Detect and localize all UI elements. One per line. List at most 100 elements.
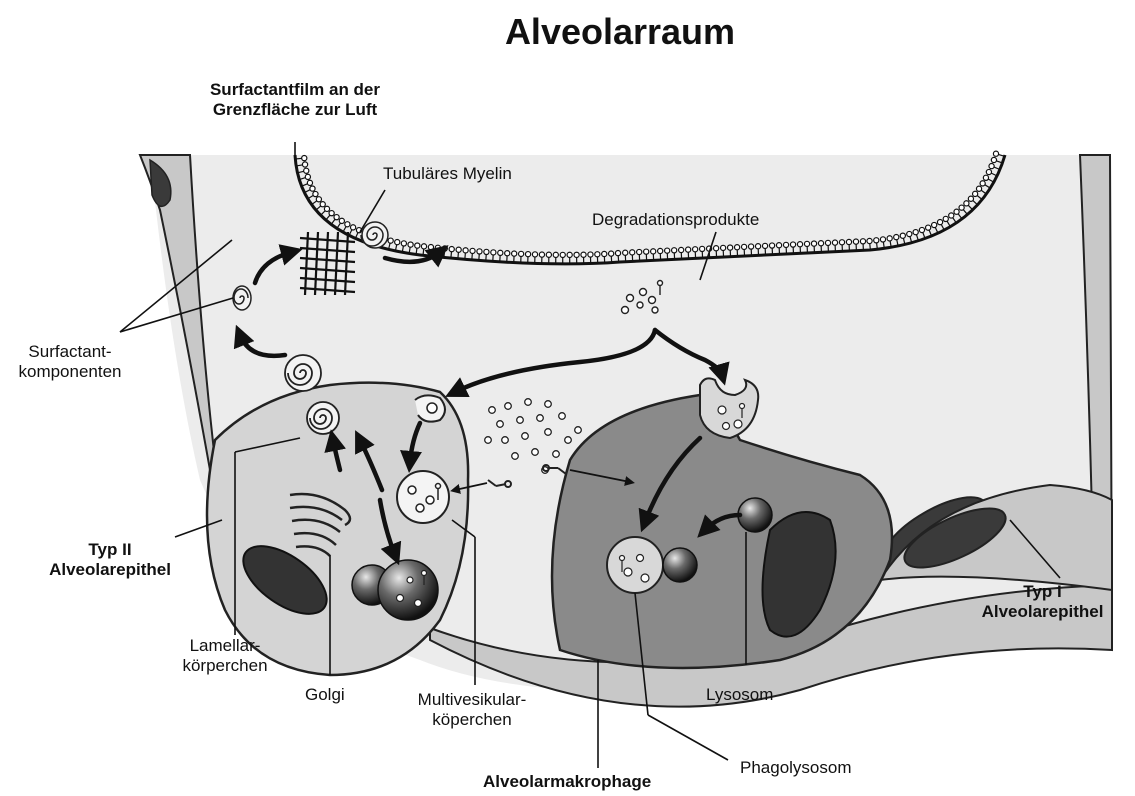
lipid-head bbox=[428, 245, 433, 250]
label-phagolysosome: Phagolysosom bbox=[740, 758, 852, 778]
label-type1-line1: Typ I bbox=[955, 582, 1130, 602]
lipid-head bbox=[310, 186, 315, 191]
lipid-head bbox=[519, 251, 524, 256]
lipid-head bbox=[553, 252, 558, 257]
vesicle bbox=[505, 403, 512, 410]
lipid-head bbox=[980, 181, 985, 186]
lipid-head bbox=[986, 169, 991, 174]
vesicle bbox=[517, 417, 524, 424]
lipid-head bbox=[790, 242, 795, 247]
lipid-head bbox=[769, 243, 774, 248]
lipid-head bbox=[442, 246, 447, 251]
label-surfactant-film: Surfactantfilm an der Grenzfläche zur Lu… bbox=[165, 80, 425, 121]
lipid-head bbox=[973, 191, 978, 196]
lipid-head bbox=[395, 240, 400, 245]
lipid-head bbox=[435, 245, 440, 250]
lipid-head bbox=[334, 215, 339, 220]
label-type2-line1: Typ II bbox=[35, 540, 185, 560]
lipid-head bbox=[316, 197, 321, 202]
lipid-head bbox=[546, 252, 551, 257]
lipid-head bbox=[989, 163, 994, 168]
lipid-head bbox=[755, 244, 760, 249]
lipid-head bbox=[302, 156, 307, 161]
lipid-head bbox=[421, 244, 426, 249]
lipid-head bbox=[672, 248, 677, 253]
type2-phagolysosome bbox=[378, 560, 438, 620]
lipid-head bbox=[658, 248, 663, 253]
vesicle bbox=[575, 427, 582, 434]
lipid-head bbox=[900, 233, 905, 238]
lipid-head bbox=[949, 213, 954, 218]
lipid-head bbox=[811, 241, 816, 246]
multivesicular-body bbox=[397, 471, 449, 523]
label-lamellar-bodies: Lamellar- körperchen bbox=[170, 636, 280, 677]
lipid-head bbox=[867, 238, 872, 243]
lipid-head bbox=[932, 222, 937, 227]
lipid-head bbox=[734, 245, 739, 250]
lipid-head bbox=[943, 216, 948, 221]
vesicle bbox=[502, 437, 509, 444]
lipid-head bbox=[324, 206, 329, 211]
lipid-head bbox=[887, 236, 892, 241]
vesicle bbox=[522, 433, 529, 440]
lipid-head bbox=[388, 238, 393, 243]
lipid-head bbox=[532, 252, 537, 257]
vesicle bbox=[559, 413, 566, 420]
label-surfactant-components: Surfactant- komponenten bbox=[15, 342, 125, 383]
label-lamellar-line2: körperchen bbox=[170, 656, 280, 676]
macrophage-lysosome-fusing bbox=[663, 548, 697, 582]
lipid-head bbox=[401, 241, 406, 246]
lipid-head bbox=[651, 249, 656, 254]
lipid-head bbox=[860, 239, 865, 244]
lipid-head bbox=[721, 245, 726, 250]
lipid-head bbox=[762, 243, 767, 248]
lamellar-body-secreting bbox=[285, 355, 321, 391]
lipid-head bbox=[505, 251, 510, 256]
lipid-head bbox=[748, 244, 753, 249]
lipid-head bbox=[686, 247, 691, 252]
lipid-head bbox=[880, 237, 885, 242]
title-alveolar-space: Alveolarraum bbox=[460, 10, 780, 53]
lipid-head bbox=[832, 240, 837, 245]
label-degradation-products: Degradationsprodukte bbox=[592, 210, 759, 230]
lipid-head bbox=[797, 242, 802, 247]
lipid-head bbox=[983, 175, 988, 180]
lipid-head bbox=[560, 252, 565, 257]
lipid-head bbox=[567, 252, 572, 257]
lipid-head bbox=[926, 225, 931, 230]
lipid-head bbox=[693, 247, 698, 252]
lipid-head bbox=[623, 250, 628, 255]
lipid-head bbox=[913, 230, 918, 235]
lipid-head bbox=[853, 239, 858, 244]
vesicle bbox=[532, 449, 539, 456]
lipid-head bbox=[959, 205, 964, 210]
vesicle bbox=[525, 399, 532, 406]
lipid-head bbox=[776, 243, 781, 248]
lipid-head bbox=[477, 249, 482, 254]
vesicle bbox=[545, 401, 552, 408]
lipid-head bbox=[964, 201, 969, 206]
label-surfactant-components-line2: komponenten bbox=[15, 362, 125, 382]
lipid-head bbox=[714, 246, 719, 251]
lipid-head bbox=[839, 240, 844, 245]
lipid-head bbox=[954, 209, 959, 214]
label-type2-epithelium: Typ II Alveolarepithel bbox=[35, 540, 185, 581]
lipid-head bbox=[804, 241, 809, 246]
lipid-head bbox=[345, 222, 350, 227]
lipid-head bbox=[313, 191, 318, 196]
label-type2-line2: Alveolarepithel bbox=[35, 560, 185, 580]
lipid-head bbox=[456, 247, 461, 252]
lipid-head bbox=[700, 246, 705, 251]
lipid-head bbox=[993, 151, 998, 156]
lamellar-body bbox=[307, 402, 339, 434]
lipid-head bbox=[976, 186, 981, 191]
label-multivesicular-line1: Multivesikular- bbox=[397, 690, 547, 710]
lipid-head bbox=[968, 196, 973, 201]
vesicle bbox=[545, 429, 552, 436]
lipid-head bbox=[498, 250, 503, 255]
vesicle bbox=[497, 421, 504, 428]
lipid-head bbox=[463, 248, 468, 253]
lipid-head bbox=[637, 249, 642, 254]
label-multivesicular-line2: köperchen bbox=[397, 710, 547, 730]
